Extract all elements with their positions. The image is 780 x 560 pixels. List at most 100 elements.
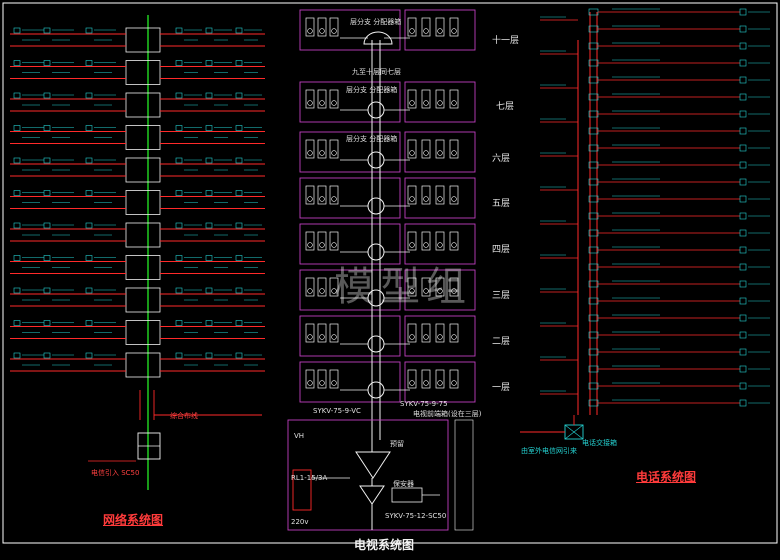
tv-outlet-icon	[305, 139, 315, 159]
tv-outlet-icon	[317, 17, 327, 37]
network-floor-row	[10, 320, 265, 345]
phone-branch-row	[540, 212, 770, 225]
tv-outlet-icon	[449, 231, 459, 251]
network-outlet-icon	[85, 320, 93, 326]
tv-outlet-icon	[329, 185, 339, 205]
floor-label-4: 四层	[492, 245, 511, 255]
phone-branch-row	[588, 25, 770, 33]
network-outlet-icon	[175, 287, 183, 294]
tv-outlet-socket-icon	[409, 334, 415, 340]
network-outlet-icon	[235, 157, 243, 164]
amp-box-label-7: 层分支 分配器箱	[346, 86, 398, 94]
tv-outlet-icon	[435, 139, 445, 159]
tv-floor-box	[299, 81, 401, 123]
tv-outlet-icon	[305, 17, 315, 37]
phone-branch-row	[588, 297, 770, 305]
tv-outlet-socket-icon	[451, 242, 457, 248]
tv-outlet-icon	[435, 17, 445, 37]
network-system-diagram	[10, 15, 265, 490]
tv-outlet-socket-icon	[319, 28, 325, 34]
tv-floor-row	[299, 9, 476, 51]
phone-branch-row	[540, 178, 770, 191]
network-floor-row	[10, 222, 265, 248]
network-incoming-label: 电信引入 SC50	[91, 469, 140, 477]
tv-outlet-socket-icon	[409, 196, 415, 202]
network-outlet-icon	[13, 157, 21, 164]
network-outlet-icon	[85, 287, 93, 294]
phone-outlet-icon	[739, 195, 747, 203]
network-outlet-icon	[175, 222, 183, 229]
tv-outlet-icon	[329, 231, 339, 251]
tv-outlet-icon	[421, 323, 431, 343]
amp-box-label-6: 层分支 分配器箱	[346, 135, 398, 143]
floor-label-5: 五层	[492, 199, 511, 209]
phone-branch-row	[588, 331, 770, 339]
floor-label-1: 一层	[492, 383, 511, 393]
network-outlet-icon	[175, 320, 183, 326]
network-outlet-icon	[85, 27, 93, 34]
tv-outlet-icon	[305, 369, 315, 389]
phone-branch-row	[588, 365, 770, 373]
phone-outlet-icon	[739, 178, 747, 186]
bottom-cable-label: SYKV-75-12-SC50	[385, 512, 447, 520]
network-outlet-icon	[43, 27, 51, 34]
tv-outlet-icon	[407, 277, 417, 297]
tv-headend-amplifier-icon	[355, 451, 391, 479]
tv-outlet-socket-icon	[437, 150, 443, 156]
tv-headend-box	[287, 419, 449, 531]
tv-note-box	[454, 419, 474, 531]
tv-outlet-icon	[435, 231, 445, 251]
reserved-label: 预留	[390, 440, 404, 448]
tv-outlet-socket-icon	[307, 100, 313, 106]
network-floor-row	[10, 27, 265, 53]
phone-branch-row	[540, 110, 770, 123]
tv-outlet-icon	[421, 17, 431, 37]
phone-branch-row	[540, 8, 770, 21]
network-outlet-icon	[235, 60, 243, 66]
tv-outlet-socket-icon	[319, 380, 325, 386]
tv-floor-box	[299, 361, 401, 403]
network-outlet-icon	[43, 222, 51, 229]
tv-outlet-socket-icon	[409, 288, 415, 294]
network-outlet-icon	[235, 255, 243, 261]
network-floor-box	[125, 92, 161, 118]
network-outlet-icon	[235, 27, 243, 34]
network-outlet-icon	[205, 125, 213, 131]
network-outlet-icon	[205, 352, 213, 359]
tv-outlet-icon	[449, 185, 459, 205]
network-floor-box	[125, 190, 161, 215]
tv-outlet-socket-icon	[451, 380, 457, 386]
phone-branch-row	[588, 93, 770, 101]
tv-outlet-icon	[407, 139, 417, 159]
tv-outlet-icon	[435, 277, 445, 297]
tv-outlet-socket-icon	[437, 288, 443, 294]
tv-floor-box-right	[404, 269, 476, 311]
tv-outlet-socket-icon	[331, 150, 337, 156]
tv-outlet-socket-icon	[319, 150, 325, 156]
tv-outlet-icon	[305, 323, 315, 343]
tv-outlet-socket-icon	[437, 380, 443, 386]
tv-floor-row	[299, 361, 476, 403]
tv-outlet-icon	[407, 17, 417, 37]
network-outlet-icon	[205, 287, 213, 294]
network-outlet-icon	[235, 125, 243, 131]
tv-outlet-socket-icon	[307, 334, 313, 340]
tv-outlet-icon	[407, 231, 417, 251]
tv-outlet-socket-icon	[423, 334, 429, 340]
phone-outlet-icon	[739, 8, 747, 16]
phone-branch-row	[540, 246, 770, 259]
tv-outlet-socket-icon	[331, 334, 337, 340]
network-floor-box	[125, 125, 161, 150]
network-outlet-icon	[235, 352, 243, 359]
tv-floor-box-right	[404, 177, 476, 219]
network-outlet-icon	[175, 352, 183, 359]
phone-branch-row	[588, 263, 770, 271]
drawing-frame	[2, 2, 778, 544]
tv-floor-row	[299, 81, 476, 123]
tv-outlet-socket-icon	[319, 100, 325, 106]
network-floor-row	[10, 287, 265, 313]
network-floor-box	[125, 27, 161, 53]
tv-outlet-icon	[317, 185, 327, 205]
phone-branch-row	[540, 280, 770, 293]
tv-outlet-icon	[421, 89, 431, 109]
